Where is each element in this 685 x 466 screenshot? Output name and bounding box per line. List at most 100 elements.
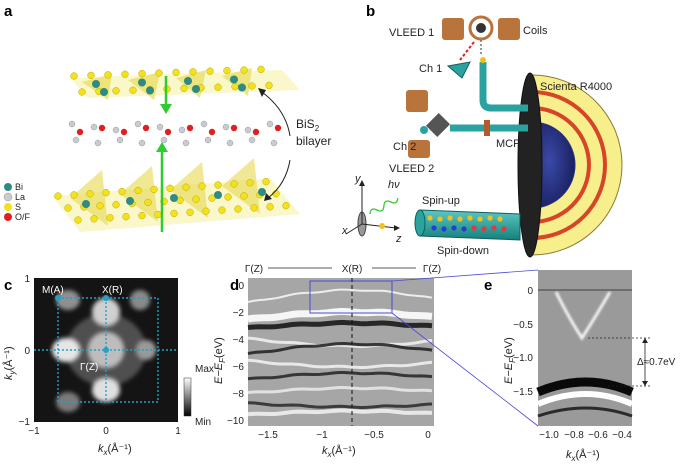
d-ytick-1: −2 (233, 308, 245, 319)
panel-d: d Γ(Z) X(R) Γ(Z) −1.5 −1 −0.5 0 0 −2 −4 (213, 262, 539, 459)
hv-label: hν (388, 179, 400, 191)
spin-dots (427, 215, 507, 232)
point-m-marker (55, 295, 61, 301)
c-xtick-1: 0 (103, 426, 109, 437)
bismuth-atom (82, 200, 90, 208)
vleed1-label: VLEED 1 (389, 27, 434, 39)
sulfur-atom (121, 70, 129, 78)
atom-legend: Bi La S O/F (3, 182, 31, 222)
spin-dot (491, 225, 497, 231)
sulfur-atom (90, 215, 98, 223)
axis-z-label: z (395, 233, 402, 245)
sulfur-atom (224, 193, 232, 201)
electron-dot (427, 215, 433, 221)
sulfur-atom (70, 191, 78, 199)
d-ylabel: E−EF(eV) (213, 337, 227, 384)
lanthanum-atom (222, 123, 230, 131)
sulfur-atom (134, 186, 142, 195)
panel-d-label: d (230, 277, 239, 294)
band-line (247, 288, 433, 303)
lanthanum-atom (134, 120, 142, 128)
colorbar-min: Min (195, 417, 211, 428)
oxygen-atom (274, 124, 282, 132)
band-line (247, 336, 433, 348)
spin-dot (441, 226, 447, 232)
bismuth-atom (192, 85, 200, 93)
spin-dot (481, 226, 487, 232)
bismuth-atom (230, 75, 238, 84)
scienta-analyser: Scienta R4000 (517, 72, 623, 258)
oxygen-atom (142, 124, 150, 132)
c-ytick-1: 0 (24, 346, 30, 357)
d-xtick-1: −1 (316, 430, 328, 441)
d-top-label-1: X(R) (342, 264, 363, 275)
sulfur-atom (214, 181, 222, 189)
spin-dot (431, 225, 437, 231)
sulfur-atom (86, 190, 94, 198)
legend-la-swatch (3, 192, 13, 202)
upper-atoms (70, 65, 273, 96)
sulfur-atom (106, 214, 114, 222)
lens-tube (414, 209, 521, 241)
bismuth-atom (146, 86, 154, 95)
panel-a-label: a (4, 3, 13, 20)
lower-band-bright (536, 391, 634, 407)
point-gamma-label: Γ(Z) (80, 362, 98, 373)
band-line (247, 401, 433, 409)
d-ytick-3: −6 (233, 362, 245, 373)
bilayer-label-2: bilayer (296, 134, 331, 148)
sulfur-atom (240, 192, 248, 200)
green-arrows (156, 76, 172, 232)
sulfur-atom (172, 68, 180, 77)
sulfur-atom (240, 66, 248, 74)
band-line (247, 371, 433, 381)
gap-annotation: Δ≈0.7eV (588, 337, 676, 387)
e-ylabel: E−EF(eV) (503, 337, 517, 384)
d-top-label-2: Γ(Z) (423, 264, 441, 275)
sulfur-atom (218, 206, 226, 214)
d-ytick-2: −4 (233, 335, 245, 346)
vleed1-coils: Coils VLEED 1 (389, 15, 548, 63)
panel-a: a (3, 3, 331, 232)
bismuth-atom (238, 83, 246, 92)
panel-c: c M(A) X(R) Γ(Z) −1 0 1 (2, 274, 214, 457)
lower-bis2-layer (52, 158, 300, 232)
spin-dot (501, 226, 507, 232)
colorbar-max: Max (195, 364, 214, 375)
sulfur-atom (118, 187, 126, 196)
panel-e-axes: −1.0 −0.8 −0.6 −0.4 0 −0.5 −1.0 −1.5 kx(… (503, 286, 632, 463)
sulfur-atom (166, 184, 174, 192)
coils-label: Coils (523, 25, 548, 37)
sulfur-atom (87, 71, 95, 80)
vleed2-coils: Ch 2 VLEED 2 (389, 90, 451, 175)
lanthanum-atom (94, 139, 102, 147)
lanthanum-atom (204, 136, 212, 144)
e-xlabel: kx(Å⁻¹) (566, 448, 600, 463)
panel-b-label: b (366, 3, 375, 20)
e-ytick-2: −1.0 (513, 353, 533, 364)
lanthanum-atom (116, 136, 124, 144)
lanthanum-atom (160, 136, 168, 144)
sulfur-atom (144, 198, 152, 207)
band-line (247, 386, 433, 394)
d-ytick-0: 0 (238, 281, 244, 292)
lanthanum-atom (182, 139, 190, 147)
e-xtick-3: −0.4 (612, 430, 632, 441)
v-band (554, 291, 612, 341)
zoom-box (309, 280, 393, 314)
bismuth-atom (100, 88, 108, 96)
sulfur-atom (54, 192, 62, 200)
legend-of: O/F (15, 212, 31, 222)
zoomed-bands (536, 270, 634, 426)
ch1-detector: Ch 1 (419, 61, 471, 79)
e-xtick-1: −0.8 (564, 430, 584, 441)
panel-b: b Scienta R4000 MCP (341, 3, 623, 258)
sulfur-atom (182, 183, 190, 191)
electron-dot (437, 216, 443, 222)
panel-c-axes: −1 0 1 1 0 −1 kx(Å⁻¹) ky(Å⁻¹) (2, 274, 181, 457)
point-x-label: X(R) (102, 285, 123, 296)
bismuth-atom (258, 188, 266, 196)
vleed2-label: VLEED 2 (389, 163, 434, 175)
legend-bi: Bi (15, 182, 23, 192)
oxygen-atom (98, 124, 106, 132)
